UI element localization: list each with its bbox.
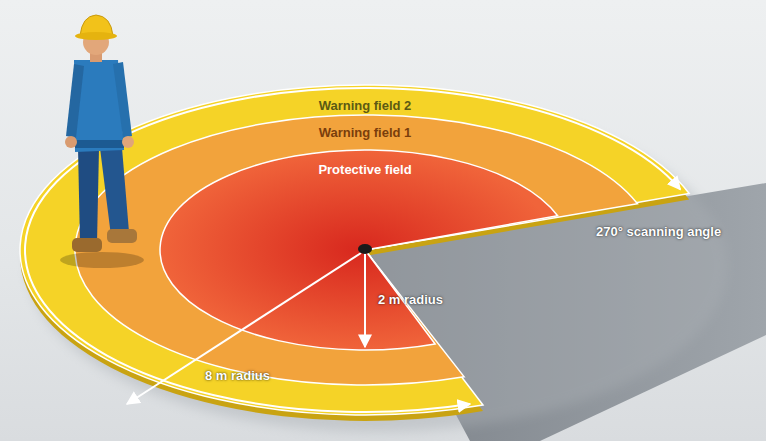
dimension-label: 2 m radius	[378, 292, 443, 307]
worker-shadow	[60, 252, 144, 268]
radius-arrow	[364, 253, 366, 347]
worker-leg	[100, 148, 129, 236]
field-name: Warning field 2	[319, 98, 412, 113]
dimension-label: 8 m radius	[205, 368, 270, 383]
worker-boot	[107, 229, 137, 243]
worker-arm	[113, 62, 132, 138]
field-sector	[75, 115, 638, 385]
radius-arrow	[127, 253, 361, 404]
worker-leg	[78, 148, 99, 243]
worker-boot	[72, 238, 102, 252]
field-name: Protective field	[318, 162, 411, 177]
worker-hand	[65, 136, 77, 148]
worker-arm	[66, 64, 84, 138]
hard-hat-brim	[75, 32, 117, 40]
dimension-label: 270° scanning angle	[596, 224, 721, 239]
field-name: Warning field 1	[319, 125, 412, 140]
worker-hand	[122, 136, 134, 148]
worker-belt	[75, 140, 124, 148]
field-sector	[160, 150, 558, 350]
laser-scanner	[358, 244, 372, 254]
